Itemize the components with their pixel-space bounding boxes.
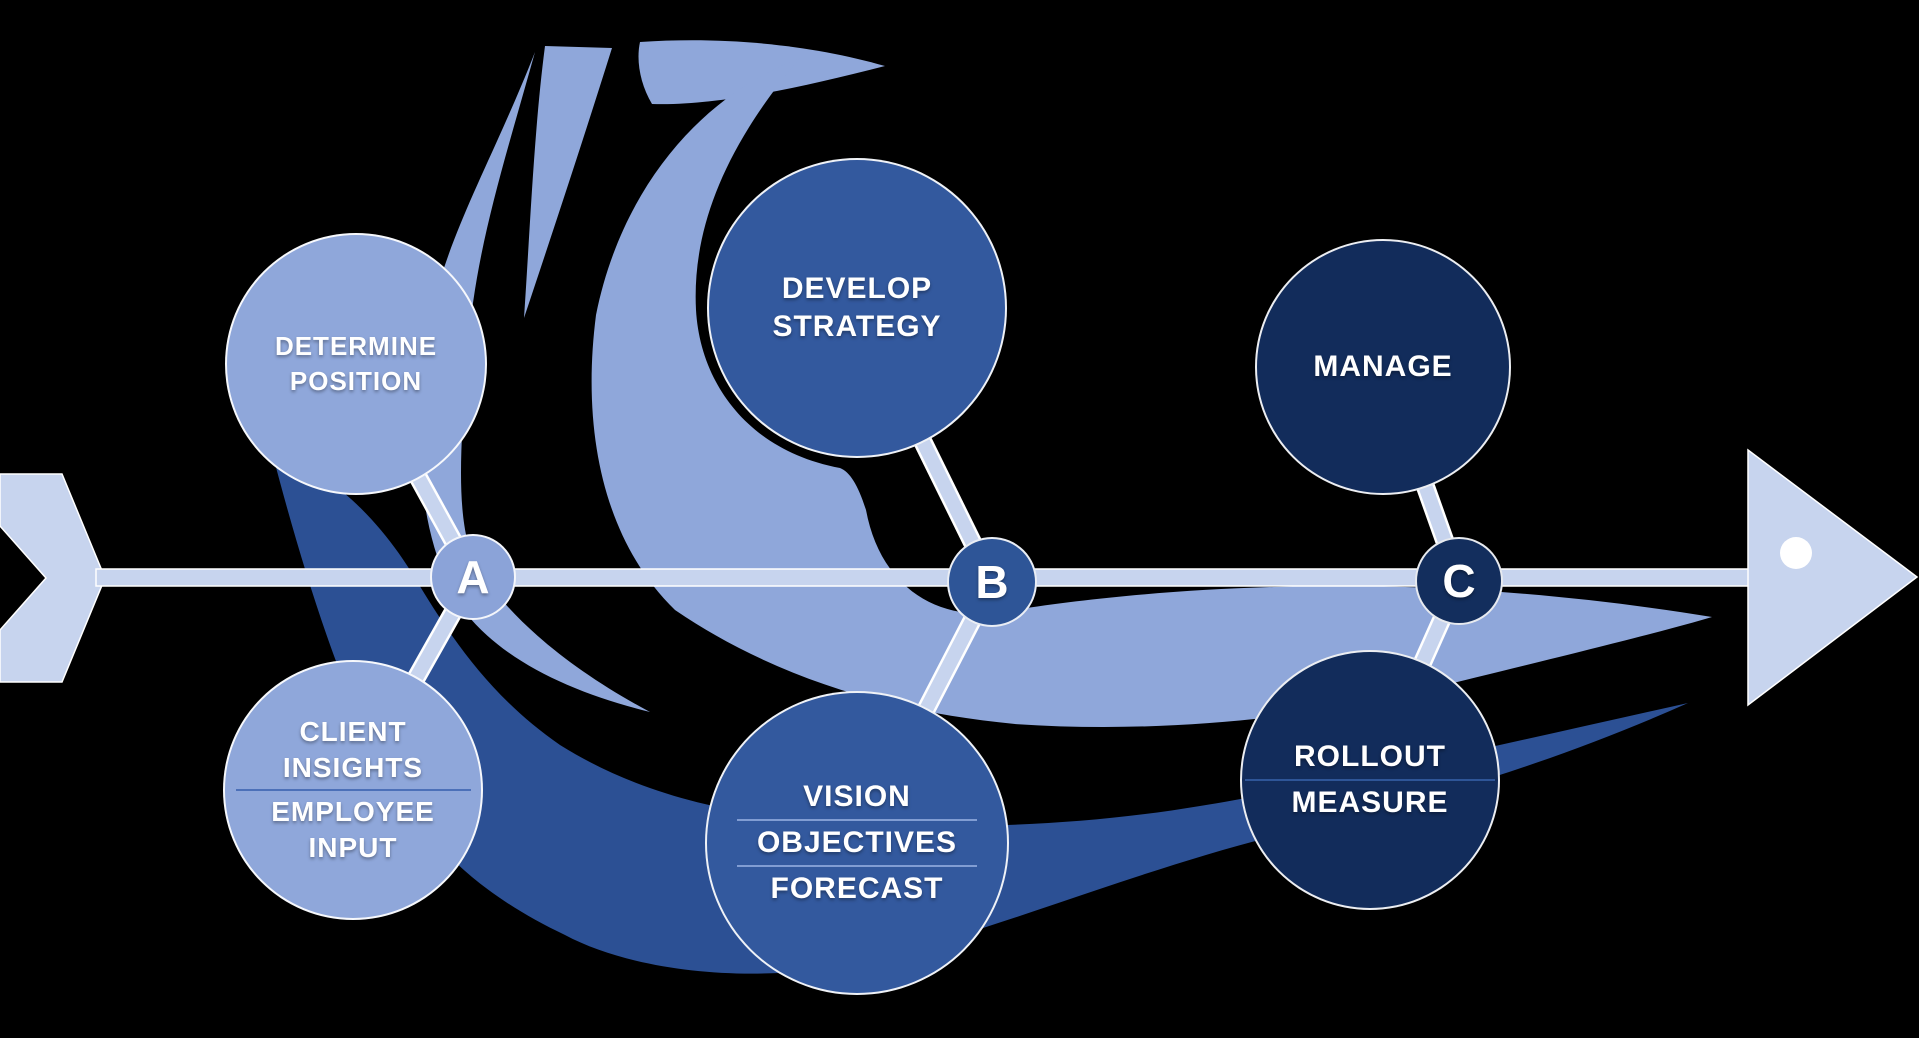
divider-line — [235, 789, 471, 791]
stage-label-line: MEASURE — [1291, 786, 1449, 819]
stage-vision-objectives-forecast: VISION OBJECTIVES FORECAST — [705, 691, 1009, 995]
stage-rollout-measure: ROLLOUT MEASURE — [1240, 650, 1500, 910]
stage-label-line: DETERMINE — [274, 331, 438, 361]
stage-label-line: MANAGE — [1313, 350, 1453, 383]
arrow-start-chevron — [0, 473, 106, 683]
stage-label-line: CLIENT — [299, 716, 407, 747]
timeline-node-c: C — [1415, 537, 1503, 625]
divider-line — [737, 819, 977, 821]
top-crescent — [638, 40, 885, 105]
claw-sliver — [524, 46, 612, 318]
dark-wave — [272, 452, 1688, 974]
stage-client-insights-employee-input: CLIENT INSIGHTS EMPLOYEE INPUT — [223, 660, 483, 920]
stage-label-line: INPUT — [308, 832, 398, 863]
divider-line — [737, 865, 977, 867]
stage-label-line: ROLLOUT — [1294, 740, 1446, 773]
stage-label-line: STRATEGY — [772, 310, 942, 343]
stage-label-line: INSIGHTS — [282, 752, 424, 783]
stage-label-line: DEVELOP — [781, 272, 933, 305]
stage-label-line: FORECAST — [770, 872, 944, 905]
claw-swoosh-left — [420, 52, 650, 712]
stage-label-line: OBJECTIVES — [756, 826, 958, 859]
stage-label-line: EMPLOYEE — [271, 796, 435, 827]
stage-develop-strategy: DEVELOP STRATEGY — [707, 158, 1007, 458]
arrow-head — [1747, 448, 1919, 707]
stage-determine-position: DETERMINE POSITION — [225, 233, 487, 495]
timeline-node-a: A — [430, 534, 516, 620]
divider-line — [1245, 779, 1495, 781]
stage-manage: MANAGE — [1255, 239, 1511, 495]
stage-label-line: POSITION — [289, 366, 423, 396]
arrow-head-dot — [1780, 537, 1812, 569]
stage-label-line: VISION — [803, 780, 911, 813]
timeline-node-b: B — [947, 537, 1037, 627]
big-crescent-wave — [591, 58, 1712, 727]
